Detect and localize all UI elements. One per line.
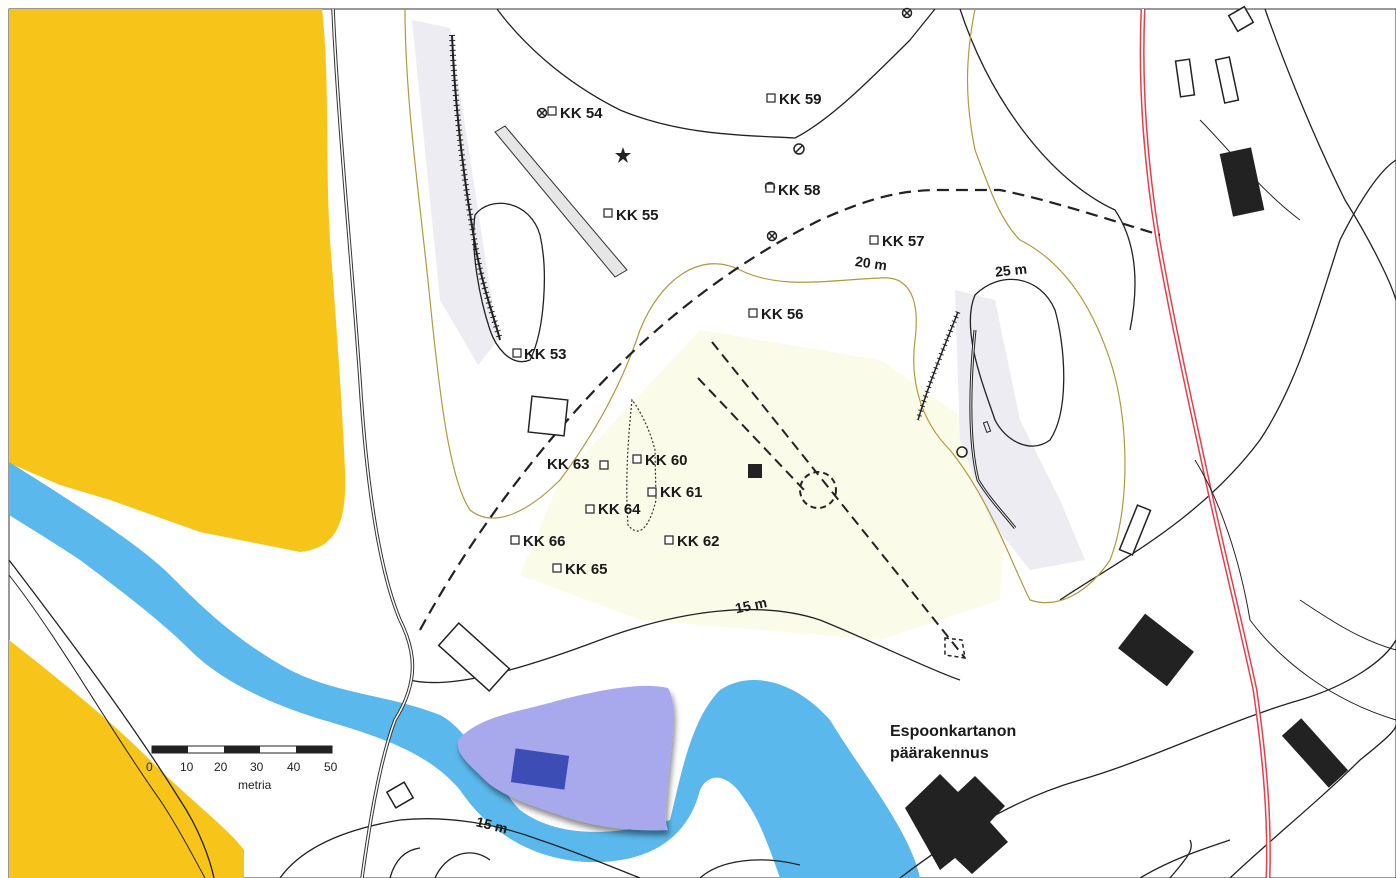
- crossed-circle-icon: [536, 107, 548, 119]
- contour-label-15m-south: 15 m: [475, 813, 510, 836]
- square-outline-icon: [765, 183, 775, 193]
- site-markers: [510, 93, 879, 573]
- square-outline-icon: [599, 460, 609, 470]
- square-outline-icon: [603, 208, 613, 218]
- stream: [9, 462, 920, 878]
- terrace-area-right: [955, 290, 1085, 570]
- square-outline-icon: [647, 487, 657, 497]
- site-label-kk59: KK 59: [779, 91, 822, 108]
- contour-label-25m: 25 m: [994, 260, 1027, 279]
- side-road-inner: [332, 8, 414, 878]
- site-label-kk66: KK 66: [523, 533, 566, 550]
- site-label-kk61: KK 61: [660, 484, 703, 501]
- site-label-kk57: KK 57: [882, 233, 925, 250]
- scale-tick-20: 20: [214, 760, 228, 774]
- star-icon: [615, 147, 631, 163]
- contour-lines-brown: [404, 8, 1126, 604]
- square-outline-icon: [585, 504, 595, 514]
- site-label-kk64: KK 64: [598, 501, 641, 518]
- manor-building: [905, 774, 1008, 874]
- field-area-upper: [9, 9, 346, 552]
- small-ring-east: [956, 446, 968, 458]
- contour-label-15m-north: 15 m: [734, 594, 769, 616]
- main-road-inner: [1141, 8, 1270, 878]
- crossed-circle-icon: [766, 230, 778, 242]
- boundary-lines: [8, 119, 1396, 878]
- ridge-hachure-right: [915, 311, 1017, 529]
- square-outline-icon: [632, 454, 642, 464]
- contour-label-20m: 20 m: [854, 253, 888, 273]
- scale-unit: metria: [238, 778, 272, 792]
- field-area-lower: [9, 640, 244, 878]
- small-mark-east: [982, 420, 992, 434]
- site-label-kk55: KK 55: [616, 207, 659, 224]
- square-outline-icon: [664, 535, 674, 545]
- square-outline-icon: [510, 535, 520, 545]
- square-outline-icon: [547, 106, 557, 116]
- site-label-kk53: KK 53: [524, 346, 567, 363]
- site-label-kk65: KK 65: [565, 561, 608, 578]
- scale-bar: 0 10 20 30 40 50 metria: [146, 745, 338, 792]
- square-outline-icon: [766, 93, 776, 103]
- place-label-line2: päärakennus: [890, 745, 989, 762]
- square-outline-icon: [512, 348, 522, 358]
- site-label-kk54: KK 54: [560, 105, 603, 122]
- avenue-end: [944, 637, 966, 659]
- scale-tick-0: 0: [146, 760, 153, 774]
- dark-buildings: [748, 147, 1349, 874]
- terrace-area-left: [412, 20, 498, 365]
- site-label-kk58: KK 58: [778, 182, 821, 199]
- outline-buildings: [385, 5, 1255, 809]
- dotted-stripe: [494, 125, 628, 278]
- circle-icon: [793, 143, 805, 155]
- dashed-avenue: [697, 341, 966, 659]
- site-label-kk60: KK 60: [645, 452, 688, 469]
- ridge-hachure-left: [449, 34, 503, 341]
- pond-building: [510, 748, 570, 790]
- site-label-kk63: KK 63: [547, 456, 590, 473]
- scale-tick-30: 30: [250, 760, 264, 774]
- site-label-kk56: KK 56: [761, 306, 804, 323]
- scale-tick-50: 50: [324, 760, 338, 774]
- dashed-path: [419, 188, 1161, 631]
- contour-lines: [8, 8, 1396, 878]
- site-label-kk62: KK 62: [677, 533, 720, 550]
- scale-tick-40: 40: [287, 760, 301, 774]
- scale-tick-10: 10: [180, 760, 194, 774]
- crossed-circle-icon: [901, 7, 913, 19]
- place-label-line1: Espoonkartanon: [890, 723, 1016, 740]
- dotted-feature: [626, 398, 657, 532]
- square-outline-icon: [748, 308, 758, 318]
- square-outline-icon: [552, 563, 562, 573]
- square-outline-icon: [869, 235, 879, 245]
